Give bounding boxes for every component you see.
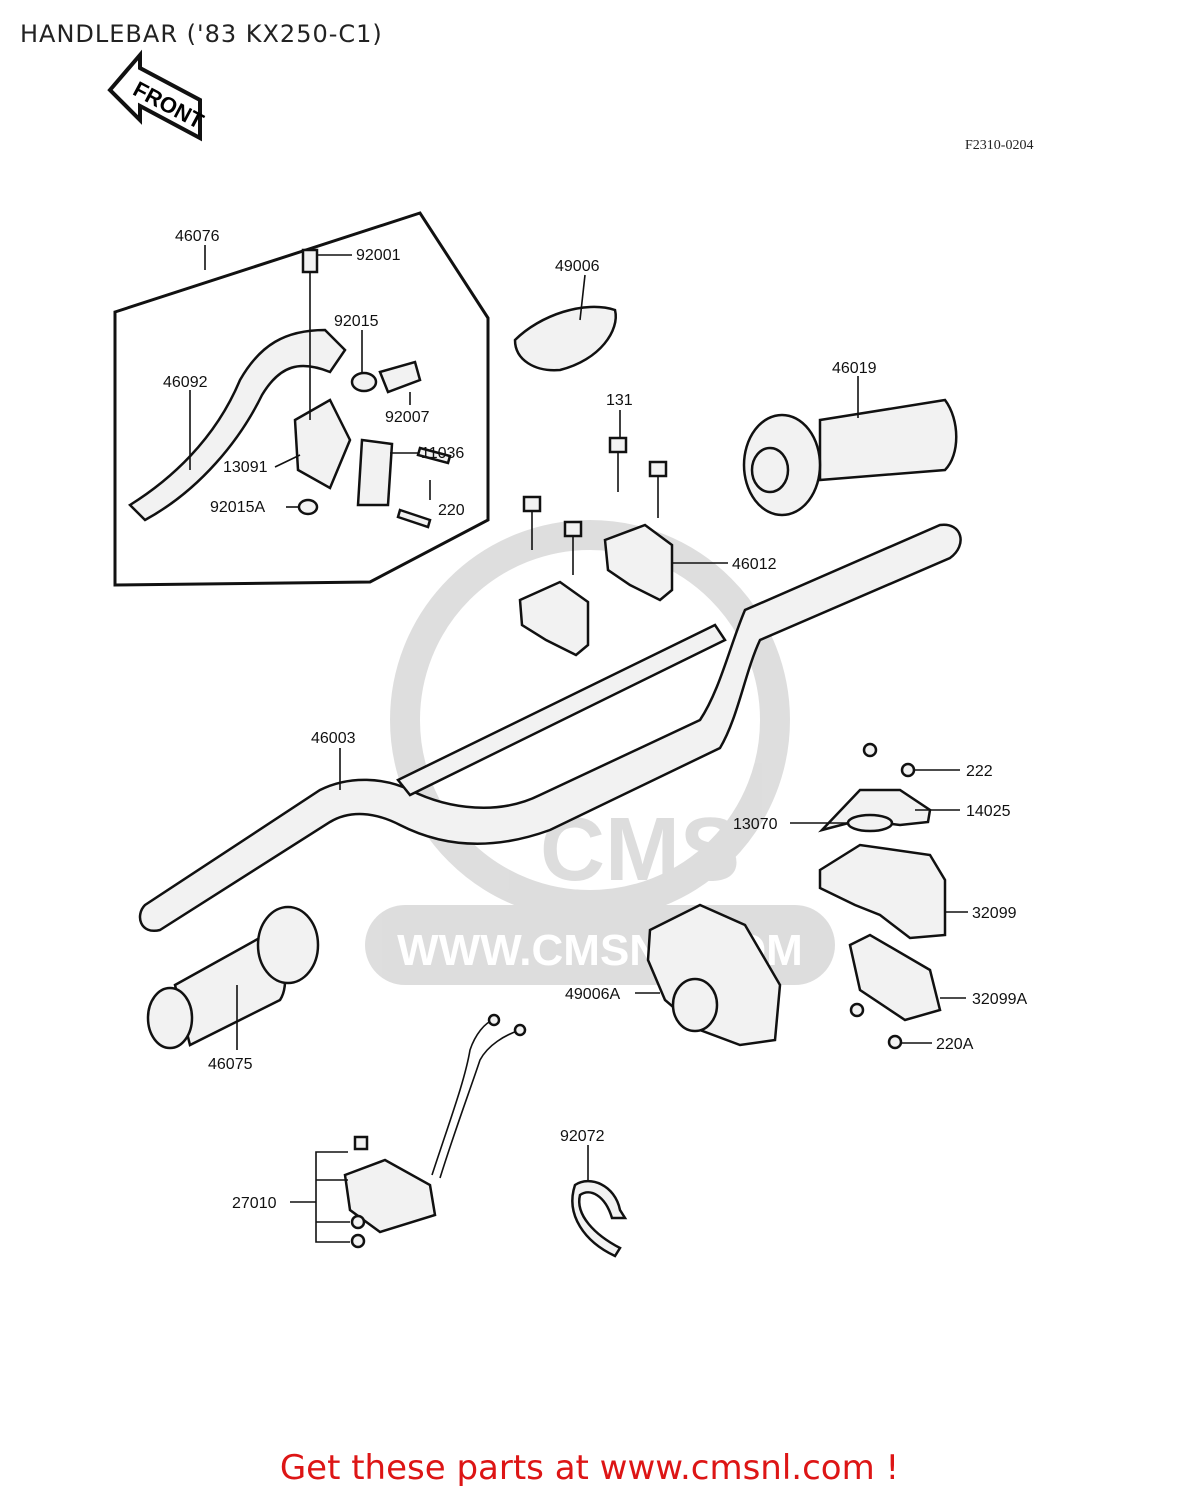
clamp-bolts	[522, 436, 668, 575]
throttle-housing-lower	[848, 933, 942, 1022]
cable-clamp-92072	[571, 1179, 628, 1258]
label-32099A: 32099A	[972, 991, 1027, 1008]
label-11036: 11036	[421, 445, 464, 462]
clutch-lever	[128, 328, 347, 522]
label-92072: 92072	[560, 1128, 605, 1145]
washer-92015A	[297, 498, 319, 516]
label-27010: 27010	[232, 1195, 277, 1212]
label-220A: 220A	[936, 1036, 974, 1053]
label-92015: 92015	[334, 313, 379, 330]
bolt-92001	[301, 248, 319, 274]
screw-11036	[416, 446, 452, 465]
label-14025: 14025	[966, 803, 1011, 820]
part-labels: 46076 92001 92015 46092 92007 11036 1309…	[163, 228, 1027, 1212]
bolt-220A-a	[849, 1002, 865, 1018]
bolt-220A-b	[887, 1034, 903, 1050]
label-46012: 46012	[732, 556, 777, 573]
throttle-tube	[671, 977, 719, 1033]
bolt-220	[396, 508, 432, 529]
grip-left	[146, 905, 320, 1050]
screw-222-a	[862, 742, 878, 758]
upper-clamp-left	[518, 580, 590, 657]
holder-clamp	[356, 438, 394, 507]
label-92015A: 92015A	[210, 499, 265, 516]
lever-holder	[293, 398, 352, 490]
label-222: 222	[966, 763, 993, 780]
adjuster-92007	[378, 360, 422, 394]
diagram-code: F2310-0204	[965, 138, 1034, 153]
label-13070: 13070	[733, 816, 778, 833]
throttle-housing-upper	[818, 843, 947, 940]
label-49006A: 49006A	[565, 986, 620, 1003]
kill-switch	[343, 1013, 527, 1249]
footer-cta[interactable]: Get these parts at www.cmsnl.com !	[279, 1448, 900, 1488]
front-arrow-icon: FRONT	[107, 49, 208, 142]
label-46075: 46075	[208, 1056, 253, 1073]
parts-diagram: WWW.CMSNL.COM CMS FRONT	[107, 49, 1027, 1258]
label-131: 131	[606, 392, 633, 409]
label-13091: 13091	[223, 459, 268, 476]
washer-92015	[350, 371, 378, 393]
throttle-cover	[513, 305, 617, 372]
screw-222-b	[900, 762, 916, 778]
label-46003: 46003	[311, 730, 356, 747]
lever-assembly-outline	[113, 211, 490, 587]
gasket-13070	[846, 813, 894, 833]
label-92001: 92001	[356, 247, 401, 264]
label-46092: 46092	[163, 374, 208, 391]
label-49006: 49006	[555, 258, 600, 275]
leader-lines	[189, 245, 968, 1243]
label-32099: 32099	[972, 905, 1017, 922]
label-220: 220	[438, 502, 465, 519]
upper-clamp-right	[603, 523, 674, 602]
handlebar-crossbar	[396, 623, 727, 797]
grip-right	[742, 398, 958, 517]
label-46076: 46076	[175, 228, 220, 245]
label-92007: 92007	[385, 409, 430, 426]
handlebar	[138, 523, 962, 933]
label-46019: 46019	[832, 360, 877, 377]
diagram-title: HANDLEBAR ('83 KX250-C1)	[20, 20, 383, 48]
